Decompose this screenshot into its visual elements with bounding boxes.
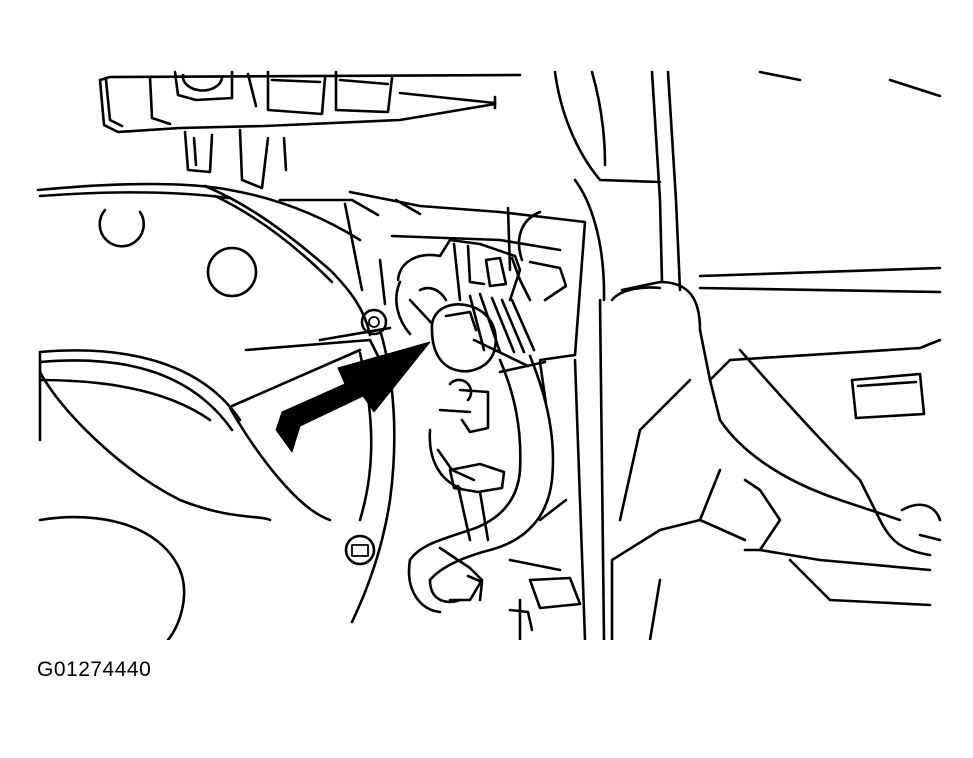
right-panel <box>590 70 942 640</box>
center-support-bracket <box>508 70 662 640</box>
callout-arrow <box>275 341 431 453</box>
figure-id-label: G01274440 <box>37 658 152 681</box>
upper-mounting-bracket <box>98 70 522 190</box>
left-housing <box>36 182 380 337</box>
wire-harness-connector <box>348 190 587 614</box>
steering-column-shroud <box>38 308 396 640</box>
